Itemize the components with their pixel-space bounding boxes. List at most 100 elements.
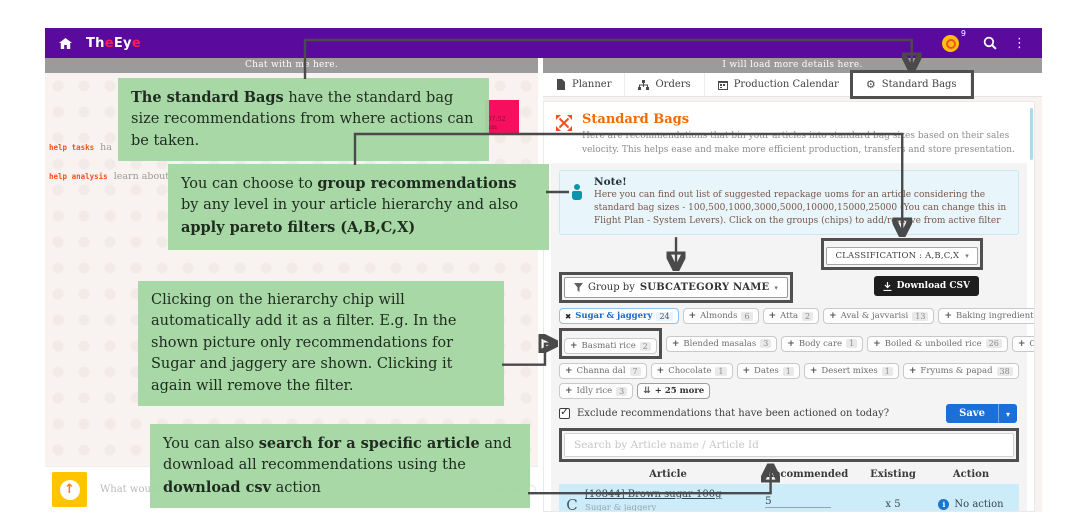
tab-orders[interactable]: Orders bbox=[625, 73, 705, 96]
tab-label: Production Calendar bbox=[733, 79, 839, 90]
tab-planner[interactable]: Planner bbox=[543, 73, 626, 96]
app-logo[interactable]: TheEye bbox=[86, 35, 141, 51]
add-filter-icon: + bbox=[565, 366, 573, 377]
add-filter-icon: + bbox=[944, 311, 952, 322]
annotation-box-search-download: You can also search for a specific artic… bbox=[150, 424, 530, 509]
tab-bar: Planner Orders Production Calendar ⚙Standar… bbox=[543, 73, 1042, 97]
chip-label: Almonds bbox=[700, 311, 738, 322]
chip-label: Aval & javvarisi bbox=[840, 311, 909, 322]
chip-cashews[interactable]: +Cashews18 bbox=[1011, 335, 1034, 352]
section-title: Standard Bags bbox=[582, 112, 690, 127]
save-button[interactable]: Save ▾ bbox=[946, 404, 1017, 424]
chip-label: Atta bbox=[780, 311, 799, 322]
save-label: Save bbox=[959, 408, 985, 420]
chip-count: 24 bbox=[656, 311, 673, 321]
chip-label: Baking ingredients bbox=[955, 311, 1035, 322]
article-search-input[interactable] bbox=[564, 433, 1014, 458]
add-filter-icon: + bbox=[768, 311, 777, 322]
exclude-checkbox[interactable]: ✓ bbox=[559, 407, 570, 420]
scrollbar[interactable] bbox=[1030, 108, 1033, 160]
kebab-menu-icon[interactable]: ⋮ bbox=[1013, 35, 1026, 51]
group-by-dropdown[interactable]: Group by SUBCATEGORY NAME ▾ bbox=[564, 277, 789, 299]
chip-count: 2 bbox=[639, 341, 651, 351]
info-icon[interactable]: i bbox=[938, 499, 950, 511]
pareto-grade: C bbox=[566, 495, 578, 512]
recommended-qty[interactable]: 5 bbox=[765, 495, 831, 509]
article-link[interactable]: [10844] Brown sugar 100g bbox=[585, 489, 722, 501]
add-filter-icon: + bbox=[873, 338, 881, 349]
chip-count: 6 bbox=[741, 311, 753, 321]
add-filter-icon: + bbox=[1017, 338, 1026, 349]
home-icon[interactable] bbox=[59, 37, 72, 49]
chevron-down-icon: ▾ bbox=[965, 252, 969, 261]
chip-label: Chocolate bbox=[668, 366, 712, 377]
gear-icon: ⚙ bbox=[865, 78, 876, 91]
add-filter-icon: + bbox=[908, 366, 917, 377]
add-filter-icon: + bbox=[688, 311, 697, 322]
info-person-icon bbox=[570, 184, 584, 200]
tab-label: Orders bbox=[655, 79, 691, 90]
chat-banner: Chat with me here. bbox=[45, 58, 538, 73]
annotation-box-standard-bags: The standard Bags have the standard bag … bbox=[118, 78, 489, 162]
filters-panel: Note! Here you can find out list of sugg… bbox=[551, 163, 1034, 512]
chip-label: Sugar & jaggery bbox=[575, 311, 653, 322]
note-title: Note! bbox=[594, 176, 627, 188]
annotation-outline-group-by: Group by SUBCATEGORY NAME ▾ bbox=[559, 272, 794, 304]
section-header: Standard Bags Here are recommendations t… bbox=[544, 102, 1034, 163]
send-button[interactable]: ↑ bbox=[52, 472, 87, 507]
remove-filter-icon: ✖ bbox=[565, 311, 572, 321]
notification-badge: 9 bbox=[960, 28, 966, 38]
add-filter-icon: + bbox=[570, 341, 578, 352]
notification-icon[interactable]: 9 bbox=[942, 29, 966, 52]
chip-label: Body care bbox=[798, 338, 843, 349]
chip-label: Boiled & unboiled rice bbox=[884, 338, 982, 349]
bag-size: Bag Size: 100 g. bbox=[765, 511, 863, 512]
chip-count: 13 bbox=[912, 311, 929, 321]
classification-dropdown[interactable]: CLASSIFICATION : A,B,C,X ▾ bbox=[826, 247, 978, 266]
chip-count: 26 bbox=[985, 339, 1002, 349]
annotation-outline-search bbox=[559, 428, 1019, 463]
add-filter-icon: + bbox=[742, 366, 751, 377]
group-by-value: SUBCATEGORY NAME bbox=[639, 282, 770, 294]
chip-count: 1 bbox=[782, 366, 794, 376]
search-icon[interactable] bbox=[983, 36, 997, 50]
chip-baking-ingredients[interactable]: +Baking ingredients11 bbox=[938, 308, 1035, 325]
double-down-icon: ⇊ bbox=[643, 386, 651, 397]
arrow-up-icon: ↑ bbox=[59, 479, 80, 500]
table-header-spacer bbox=[559, 469, 585, 480]
download-csv-button[interactable]: Download CSV bbox=[873, 276, 979, 297]
group-by-prefix: Group by bbox=[588, 282, 635, 294]
chip-label: + 25 more bbox=[654, 386, 705, 397]
chip-show-more[interactable]: ⇊+ 25 more bbox=[637, 383, 711, 400]
tab-standard-bags[interactable]: ⚙Standard Bags bbox=[852, 73, 971, 96]
table-header-cell: Existing bbox=[870, 469, 916, 481]
expand-arrows-icon[interactable] bbox=[555, 114, 573, 157]
tab-production-calendar[interactable]: Production Calendar bbox=[705, 73, 853, 96]
chip-count: 38 bbox=[996, 366, 1013, 376]
add-filter-icon: + bbox=[565, 386, 573, 397]
classification-label: CLASSIFICATION : A,B,C,X bbox=[835, 251, 960, 262]
chip-count: 3 bbox=[616, 386, 628, 396]
chip-label: Basmati rice bbox=[581, 341, 636, 352]
